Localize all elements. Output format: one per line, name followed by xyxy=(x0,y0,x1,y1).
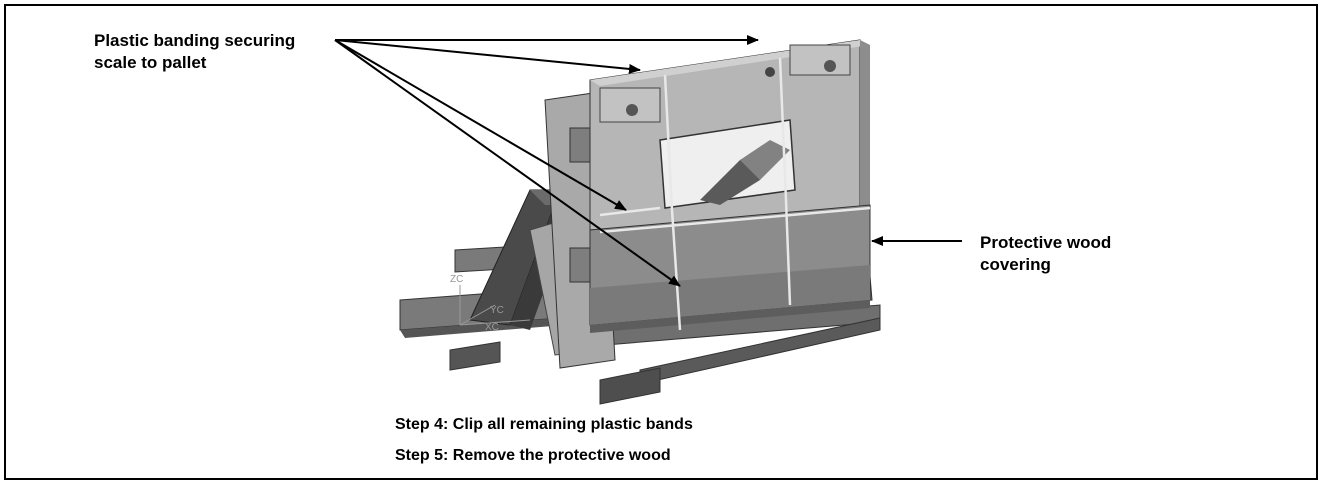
coordinate-axes: XC YC ZC xyxy=(450,274,531,333)
axis-label-yc: YC xyxy=(490,305,504,316)
step-4-instruction: Step 4: Clip all remaining plastic bands xyxy=(395,416,693,433)
protective-wood xyxy=(589,204,871,333)
step-5-instruction: Step 5: Remove the protective wood xyxy=(395,447,671,464)
callout-protective-wood: Protective wood covering xyxy=(980,233,1112,274)
axis-label-zc: ZC xyxy=(450,274,463,285)
banding-arrows xyxy=(334,35,759,287)
axis-label-xc: XC xyxy=(485,322,499,333)
plastic-bands xyxy=(599,57,871,331)
callout-plastic-banding: Plastic banding securing scale to pallet xyxy=(94,31,296,72)
scale-body xyxy=(589,39,870,231)
